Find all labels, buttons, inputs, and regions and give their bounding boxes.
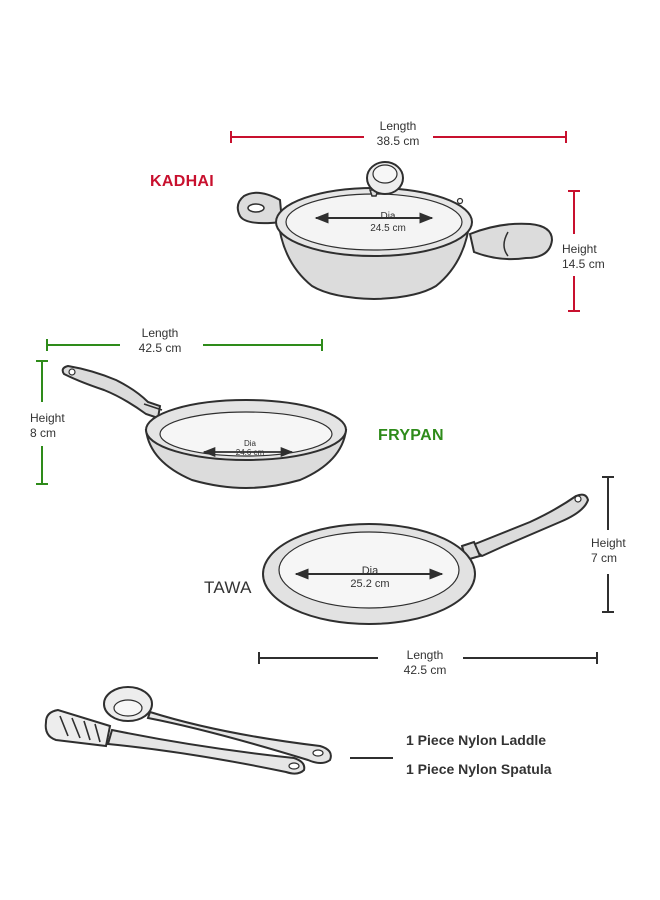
tawa-length-line (258, 652, 598, 664)
kadhai-length-value: 38.5 cm (376, 134, 420, 148)
kadhai-title: KADHAI (150, 173, 215, 190)
frypan-length-text: Length (141, 326, 179, 340)
frypan-length-value: 42.5 cm (138, 341, 182, 355)
kadhai-height-label: Height 14.5 cm (562, 242, 612, 272)
kadhai-illustration (236, 161, 554, 301)
tawa-handle (468, 493, 590, 558)
tawa-height-label: Height 7 cm (591, 536, 641, 566)
tawa-illustration (262, 493, 590, 625)
kadhai-dia-value: 24.5 cm (370, 223, 406, 234)
frypan-height-text: Height (30, 411, 65, 425)
tawa-length-text: Length (406, 648, 444, 662)
kadhai-dia-text: Dia (380, 211, 396, 222)
tawa-height-text: Height (591, 536, 626, 550)
frypan-height-line (36, 360, 48, 485)
frypan-height-value: 8 cm (30, 426, 57, 440)
kadhai-length-text: Length (379, 119, 417, 133)
kadhai-height-value: 14.5 cm (562, 257, 605, 271)
frypan-length-label: Length 42.5 cm (120, 326, 200, 356)
frypan-illustration (61, 364, 348, 490)
tawa-dia-label: Dia 25.2 cm (342, 565, 398, 591)
frypan-title: FRYPAN (378, 427, 444, 444)
tawa-dia-value: 25.2 cm (350, 578, 390, 590)
frypan-height-label: Height 8 cm (30, 411, 80, 441)
frypan-dia-text: Dia (243, 439, 256, 448)
tawa-length-label: Length 42.5 cm (385, 648, 465, 678)
nylon-utensils-illustration (44, 686, 332, 775)
frypan-dia-value: 24.6 cm (235, 448, 265, 457)
kadhai-length-label: Length 38.5 cm (357, 119, 439, 149)
tawa-title: TAWA (204, 578, 252, 597)
frypan-dia-label: Dia 24.6 cm (226, 439, 274, 457)
tawa-dia-text: Dia (361, 565, 379, 577)
kadhai-height-line (568, 190, 580, 312)
accessory-laddle: 1 Piece Nylon Laddle (406, 732, 547, 748)
spatula-illustration (106, 728, 306, 775)
kadhai-length-line (230, 131, 567, 143)
kadhai-right-handle (468, 222, 554, 261)
tawa-height-line (602, 476, 614, 613)
laddle-illustration (146, 710, 332, 764)
kadhai-height-text: Height (562, 242, 597, 256)
tawa-length-value: 42.5 cm (403, 663, 447, 677)
accessory-spatula: 1 Piece Nylon Spatula (406, 761, 552, 777)
frypan-handle (61, 364, 162, 420)
frypan-length-line (46, 339, 323, 351)
tawa-height-value: 7 cm (591, 551, 618, 565)
kadhai-dia-label: Dia 24.5 cm (354, 211, 422, 235)
